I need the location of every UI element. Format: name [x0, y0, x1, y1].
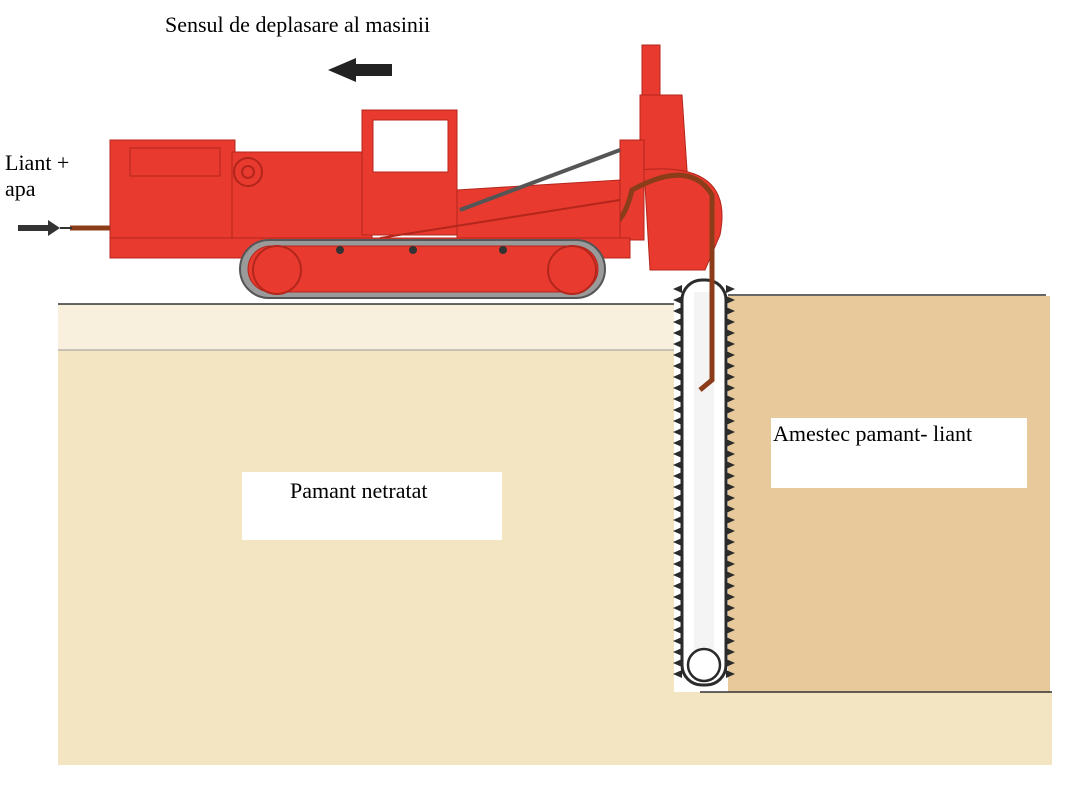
chain-tooth [726, 318, 735, 326]
untreated-soil [58, 350, 674, 765]
chain-tooth [726, 428, 735, 436]
chain-tooth [726, 659, 735, 667]
cutter-mast [619, 44, 723, 271]
chain-tooth [726, 549, 735, 557]
soil-bottom-strip [674, 692, 1052, 765]
chain-tooth [673, 285, 682, 293]
chain-tooth [726, 505, 735, 513]
crawler-track [239, 239, 606, 299]
chain-tooth [673, 648, 682, 656]
chain-tooth [726, 560, 735, 568]
chain-tooth [673, 439, 682, 447]
chain-tooth [726, 406, 735, 414]
chain-tooth [673, 494, 682, 502]
trencher-machine [109, 109, 631, 259]
chain-tooth [673, 593, 682, 601]
chain-tooth [673, 626, 682, 634]
untreated-soil-top-layer [58, 304, 674, 350]
mixed-soil-label-box [771, 418, 1027, 488]
chain-tooth [673, 318, 682, 326]
chain-tooth [726, 648, 735, 656]
chain-tooth [673, 604, 682, 612]
chain-tooth [673, 450, 682, 458]
chain-tooth [726, 439, 735, 447]
chain-tooth [726, 296, 735, 304]
chain-tooth [726, 615, 735, 623]
chain-tooth [673, 428, 682, 436]
chain-tooth [673, 538, 682, 546]
chain-tooth [673, 615, 682, 623]
chain-tooth [673, 571, 682, 579]
chain-tooth [673, 527, 682, 535]
chain-tooth [673, 307, 682, 315]
chain-tooth [673, 505, 682, 513]
chain-tooth [673, 659, 682, 667]
chain-tooth [726, 571, 735, 579]
chain-tooth [726, 329, 735, 337]
chain-tooth [726, 373, 735, 381]
chain-tooth [726, 516, 735, 524]
chain-tooth [673, 582, 682, 590]
chain-tooth [726, 472, 735, 480]
chain-tooth [673, 329, 682, 337]
untreated-soil-label-box [242, 472, 502, 540]
chain-tooth [726, 670, 735, 678]
chain-tooth [726, 582, 735, 590]
chain-tooth [726, 340, 735, 348]
chain-tooth [726, 362, 735, 370]
chain-tooth [726, 307, 735, 315]
chain-tooth [673, 373, 682, 381]
chain-tooth [726, 461, 735, 469]
chain-tooth [726, 604, 735, 612]
chain-tooth [726, 351, 735, 359]
chain-tooth [673, 340, 682, 348]
chain-tooth [673, 637, 682, 645]
chain-tooth [673, 406, 682, 414]
chain-tooth [726, 538, 735, 546]
chain-tooth [673, 461, 682, 469]
chain-tooth [673, 362, 682, 370]
chain-tooth [726, 593, 735, 601]
mixed-soil-label: Amestec pamant- liant [773, 421, 973, 446]
chain-tooth [673, 395, 682, 403]
chain-tooth [726, 626, 735, 634]
chain-tooth [726, 527, 735, 535]
mixed-soil [728, 296, 1050, 692]
chain-tooth [673, 417, 682, 425]
binder-label-line1: Liant + [5, 150, 70, 175]
input-arrow-icon [18, 220, 60, 236]
chain-tooth [726, 395, 735, 403]
chain-tooth [726, 483, 735, 491]
untreated-soil-label: Pamant netratat [290, 478, 428, 503]
chain-tooth [673, 483, 682, 491]
chain-tooth [673, 384, 682, 392]
chain-tooth [726, 384, 735, 392]
chain-tooth [726, 285, 735, 293]
chain-tooth [673, 549, 682, 557]
chain-teeth-left [673, 285, 682, 678]
chain-tooth [673, 516, 682, 524]
chain-tooth [673, 296, 682, 304]
binder-water-label: Liant + apa [5, 150, 105, 202]
chain-tooth [726, 494, 735, 502]
direction-arrow-icon [328, 58, 392, 82]
chain-tooth [726, 450, 735, 458]
direction-label: Sensul de deplasare al masinii [165, 12, 431, 37]
chain-teeth-right [726, 285, 735, 678]
chain-tooth [726, 417, 735, 425]
chain-tooth [673, 670, 682, 678]
cutting-chain [673, 278, 735, 687]
chain-tooth [673, 472, 682, 480]
chain-tooth [673, 351, 682, 359]
chain-bottom-wheel [686, 647, 722, 683]
cab-window [372, 119, 449, 173]
chain-tooth [673, 560, 682, 568]
binder-label-line2: apa [5, 176, 36, 201]
chain-tooth [726, 637, 735, 645]
